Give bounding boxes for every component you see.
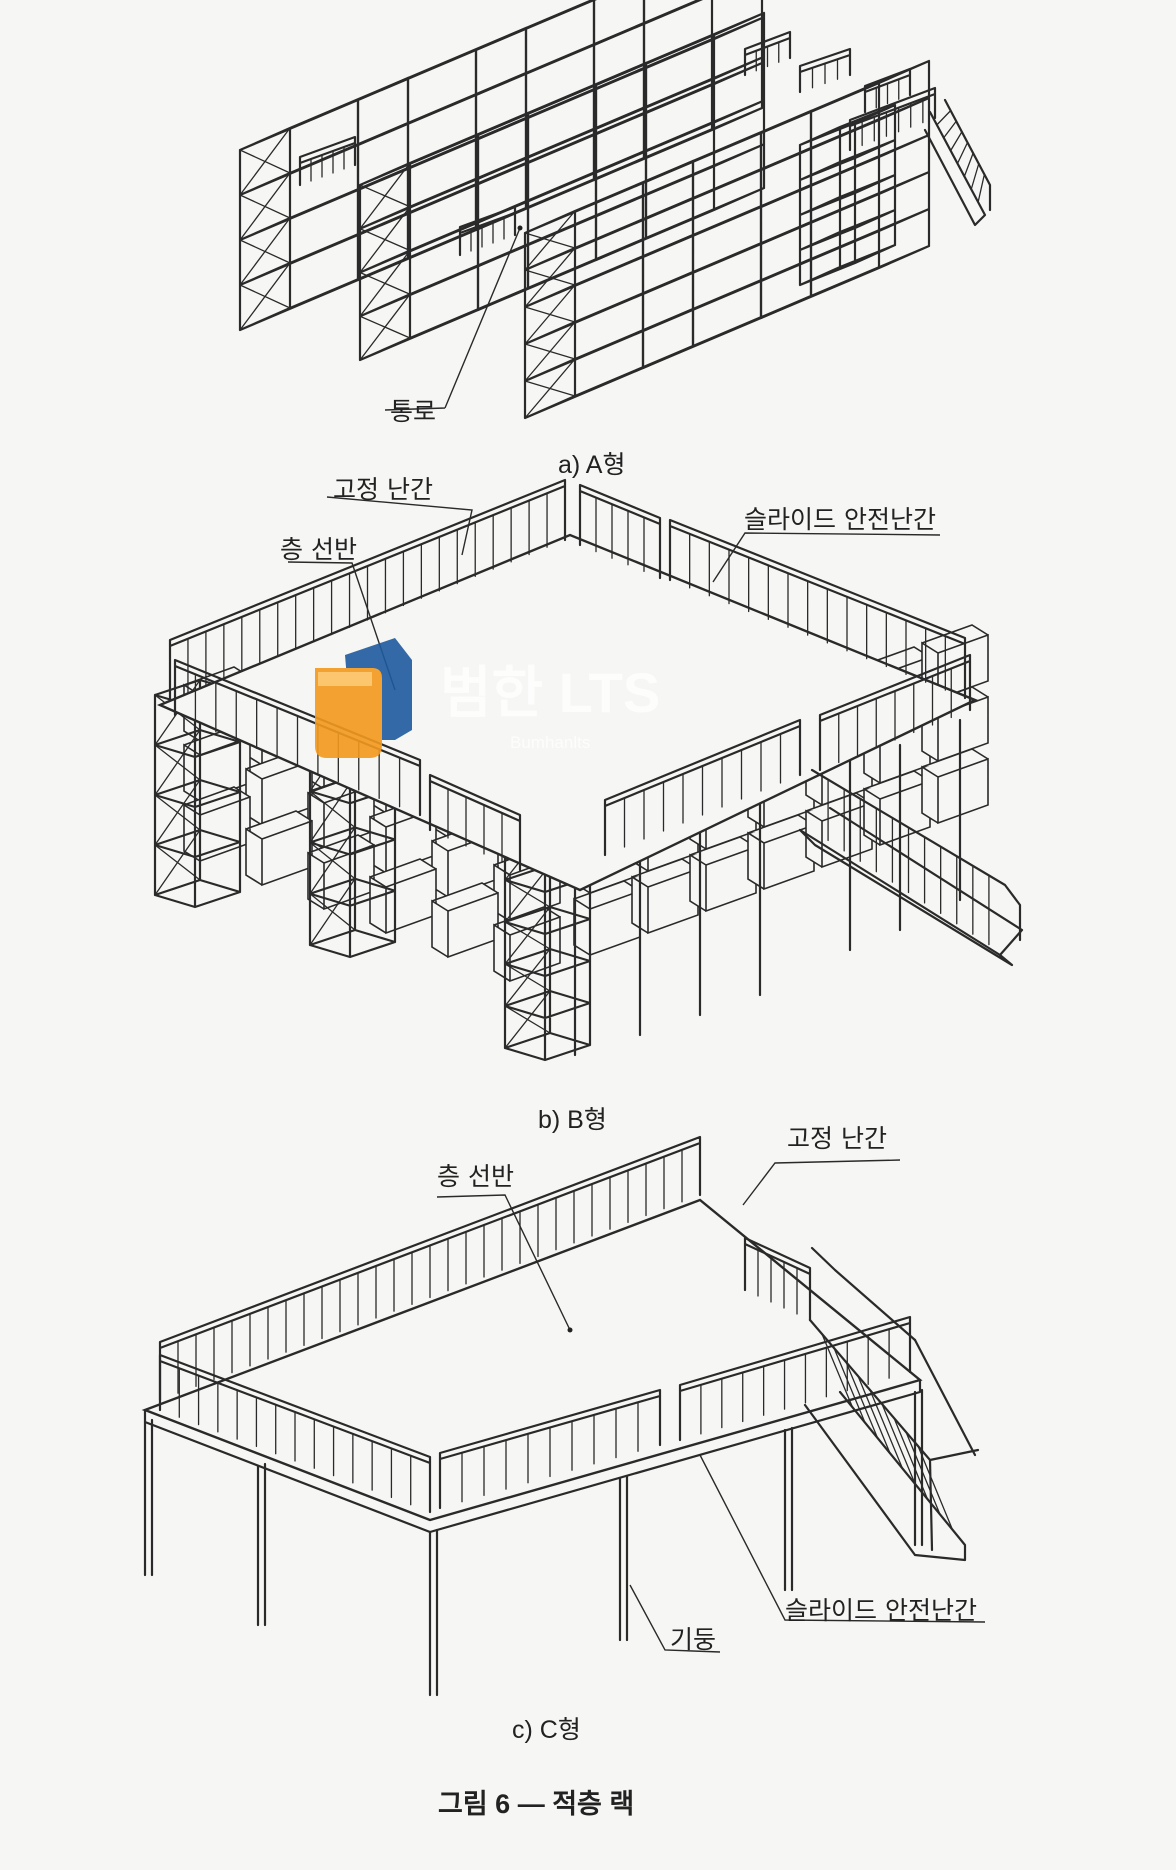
panel-b-stair: [798, 768, 1024, 967]
label-aisle: 통로: [390, 397, 436, 426]
panel-b-crate-2-6: [921, 748, 989, 825]
panel-c-rail-front-left-bars: [178, 1367, 412, 1506]
caption-b: b) B형: [538, 1106, 607, 1134]
panel-b-crate-l-2-1: [245, 810, 313, 887]
panel-a-rack-back-3: [592, 0, 764, 182]
panel-a-stair-steps: [936, 109, 986, 203]
panel-a-rack-mid-2: [594, 11, 766, 262]
panel-a-rail-6: [848, 86, 937, 152]
panel-a-rack-front-0-bracing: [524, 210, 576, 419]
panel-c-rail-front-right: [678, 1315, 912, 1442]
panel-c-rail-stair-top-bars: [757, 1249, 798, 1315]
label-c-floor-shelf: 층 선반: [437, 1162, 514, 1191]
panel-a-drawing: 통로: [238, 0, 992, 426]
label-c-fixed-rail: 고정 난간: [787, 1124, 887, 1153]
panel-c-column-0: [143, 1418, 154, 1577]
watermark-orange-block: [315, 668, 382, 758]
leader-c-column: [629, 1584, 721, 1653]
panel-b-rail-front-right-b-bars: [838, 667, 952, 764]
leader-aisle: [384, 227, 521, 411]
panel-a-rail-4-bars: [811, 58, 839, 89]
caption-a: a) A형: [558, 451, 625, 479]
caption-c: c) C형: [512, 1716, 581, 1744]
leader-c-fixed-rail: [742, 1159, 901, 1206]
panel-a-rack-back-0: [238, 76, 410, 332]
panel-a-rail-1-bars: [310, 146, 345, 182]
leader-b-fixed-rail: [326, 496, 473, 556]
panel-a-rack-mid-0-bracing: [359, 162, 411, 361]
panel-c-rail-stair-top: [743, 1236, 812, 1322]
panel-b-crate-2-4: [805, 792, 873, 869]
panel-b-rail-front-slide: [428, 773, 522, 872]
panel-b-rail-back-right-b: [668, 518, 967, 700]
watermark-text: 범한 LTS: [440, 661, 660, 724]
panel-b-drawing: 고정 난간 층 선반 슬라이드 안전난간: [153, 475, 1024, 1062]
panel-c-drawing: 고정 난간 층 선반 슬라이드 안전난간 기둥: [141, 1124, 986, 1697]
panel-a-rail-5-bars: [875, 78, 900, 109]
label-c-slide-rail: 슬라이드 안전난간: [785, 1596, 977, 1625]
panel-c-column-3: [618, 1474, 629, 1642]
panel-a-rack-mid-1: [476, 61, 648, 312]
panel-c-column-2: [428, 1528, 439, 1697]
panel-a-rail-1: [298, 135, 357, 187]
leader-c-slide-rail: [699, 1454, 986, 1623]
panel-b-rail-back-right-a-bars: [595, 496, 645, 573]
panel-a-rail-3-bars: [755, 41, 780, 72]
panel-c-rail-front-mid-bars: [461, 1401, 639, 1503]
panel-b-rail-back-right-b-bars: [689, 533, 946, 691]
panel-a-rack-back-0-bracing: [239, 127, 291, 331]
watermark-subtext: Bumhanlts: [510, 733, 590, 752]
panel-b-crate-2-5: [863, 770, 931, 847]
figure-caption: 그림 6 — 적층 랙: [438, 1789, 634, 1819]
leader-aisle-dot: [517, 225, 523, 231]
panel-a-rail-2: [458, 205, 517, 257]
label-b-fixed-rail: 고정 난간: [333, 475, 433, 504]
panel-c-stair: [803, 1246, 980, 1562]
panel-c-column-1: [256, 1462, 267, 1627]
leader-c-floor-shelf: [436, 1194, 571, 1331]
watermark-logo: 범한 LTS Bumhanlts: [315, 638, 660, 758]
panel-b-uprights: [573, 718, 962, 1057]
panel-b-rail-front-slide-bars: [447, 788, 503, 863]
panel-b-crate-2-1: [631, 858, 699, 935]
panel-c-deck: [141, 1198, 923, 1522]
panel-c-column-4: [783, 1426, 794, 1592]
panel-b-rail-back-right-a: [578, 483, 662, 580]
leader-b-slide-rail: [712, 532, 941, 583]
panel-b-crate-2-3: [747, 814, 815, 891]
panel-b-rail-front-right-bars: [623, 733, 782, 848]
panel-c-railings: [158, 1135, 912, 1514]
panel-a-rail-2-bars: [470, 216, 505, 252]
label-b-slide-rail: 슬라이드 안전난간: [744, 505, 936, 534]
panel-a-rail-6-bars: [861, 97, 924, 147]
panel-a-rack-front-2: [759, 59, 931, 320]
panel-a-racks: [238, 0, 992, 420]
label-c-column: 기둥: [670, 1625, 716, 1654]
panel-b-deck: [156, 533, 978, 892]
panel-a-rack-mid-0: [358, 111, 530, 362]
label-b-floor-shelf: 층 선반: [280, 535, 357, 564]
